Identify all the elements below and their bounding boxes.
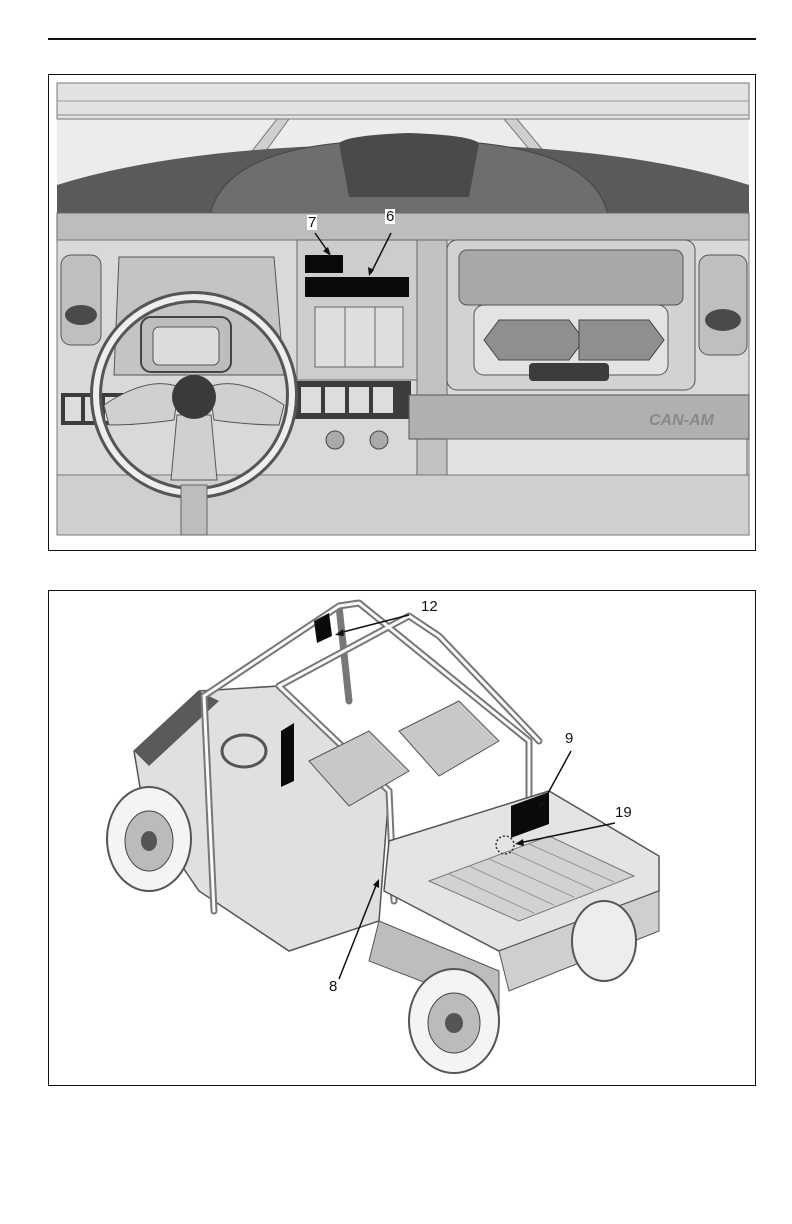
dashboard-illustration: CAN-AM — [49, 75, 756, 551]
decal-6 — [305, 277, 409, 297]
header-rule — [48, 38, 756, 40]
wheel-icon — [572, 901, 636, 981]
svg-text:CAN-AM: CAN-AM — [649, 412, 715, 429]
wheel-icon — [409, 969, 499, 1073]
callout-12: 12 — [421, 599, 438, 614]
dashboard-figure: CAN-AM 7 6 — [48, 74, 756, 551]
cup-holder-icon — [699, 255, 747, 355]
vehicle-illustration — [49, 591, 756, 1086]
callout-9: 9 — [565, 731, 573, 746]
decal-7 — [305, 255, 343, 273]
callout-6: 6 — [385, 209, 395, 224]
callout-19: 19 — [615, 805, 632, 820]
callout-8: 8 — [329, 979, 337, 994]
wheel-icon — [107, 787, 191, 891]
cup-holder-icon — [61, 255, 101, 345]
callout-7: 7 — [307, 215, 317, 230]
vehicle-figure: 12 9 19 8 — [48, 590, 756, 1086]
